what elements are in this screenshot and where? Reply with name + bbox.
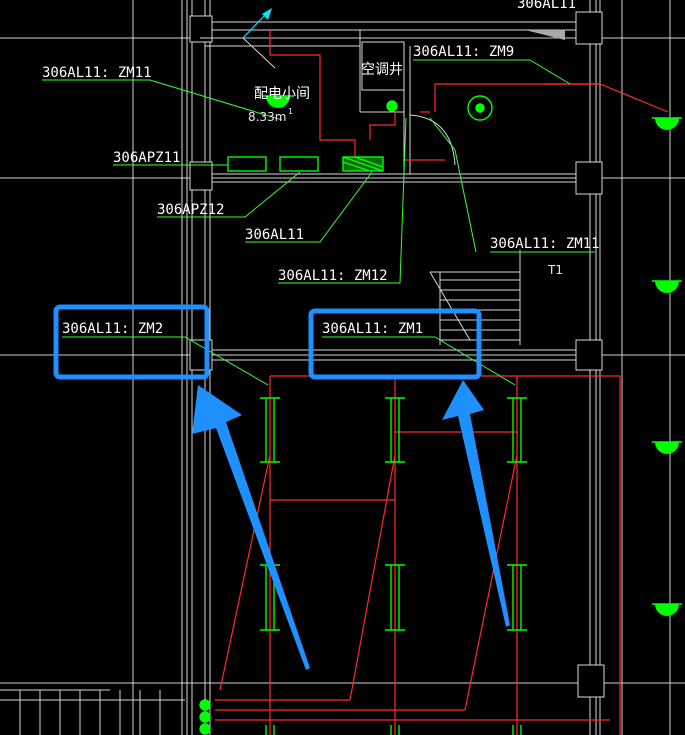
label-zm11-left: 306AL11: ZM11 (42, 65, 152, 81)
label-zm12: 306AL11: ZM12 (278, 268, 388, 284)
label-zm2: 306AL11: ZM2 (62, 321, 163, 337)
columns (189, 11, 605, 698)
north-arrow-icon (200, 8, 276, 69)
ac-shaft: 空调井 (361, 41, 405, 91)
highlight-box-zm1 (308, 308, 482, 380)
label-small-mark: 1 (288, 107, 293, 116)
stairs (429, 250, 521, 345)
label-306al11-top: 306AL11 (517, 0, 576, 12)
label-zm1: 306AL11: ZM1 (322, 321, 423, 337)
tube-light (265, 725, 522, 735)
tube-light (507, 397, 527, 463)
fill-wedge (525, 30, 565, 40)
highlight-overlays (53, 304, 482, 380)
arrow-to-zm1-icon (442, 380, 510, 627)
label-distribution-room: 配电小间 (254, 86, 310, 102)
ring-lamp (467, 95, 493, 121)
label-zm11-right: 306AL11: ZM11 (490, 236, 600, 252)
label-al11: 306AL11 (245, 227, 304, 243)
tube-light (385, 564, 405, 631)
outlet-dot (199, 711, 211, 723)
tube-light (385, 397, 405, 463)
door-arc (409, 114, 456, 166)
panel-apz11 (227, 156, 267, 172)
label-apz11: 306APZ11 (113, 150, 180, 166)
dome-light (655, 281, 679, 293)
highlight-arrows (192, 380, 510, 670)
wall-dot (386, 100, 398, 112)
dome-lights (262, 95, 682, 616)
walls (0, 0, 600, 735)
dome-light (655, 442, 679, 454)
ac-shaft-label: 空调井 (361, 62, 403, 78)
highlight-box-zm2 (53, 304, 210, 380)
annotations: 306AL11 306AL11: ZM9 306AL11: ZM11 配电小间 … (42, 0, 600, 337)
label-zm9: 306AL11: ZM9 (413, 44, 514, 60)
dome-light (655, 118, 679, 130)
panel-apz12 (279, 156, 319, 172)
dome-light (655, 604, 679, 616)
dome-light (266, 96, 290, 108)
tube-light (260, 397, 280, 463)
label-right-mark: T1 (547, 263, 563, 277)
outlet-dot (199, 699, 211, 711)
arrow-to-zm2-icon (192, 385, 310, 670)
outlet-dot (199, 723, 211, 735)
label-elevation: 8.33m (248, 110, 286, 124)
leader-lines (42, 59, 595, 386)
light-fixtures (199, 95, 527, 735)
tube-light (507, 564, 527, 631)
label-apz12: 306APZ12 (157, 202, 224, 218)
